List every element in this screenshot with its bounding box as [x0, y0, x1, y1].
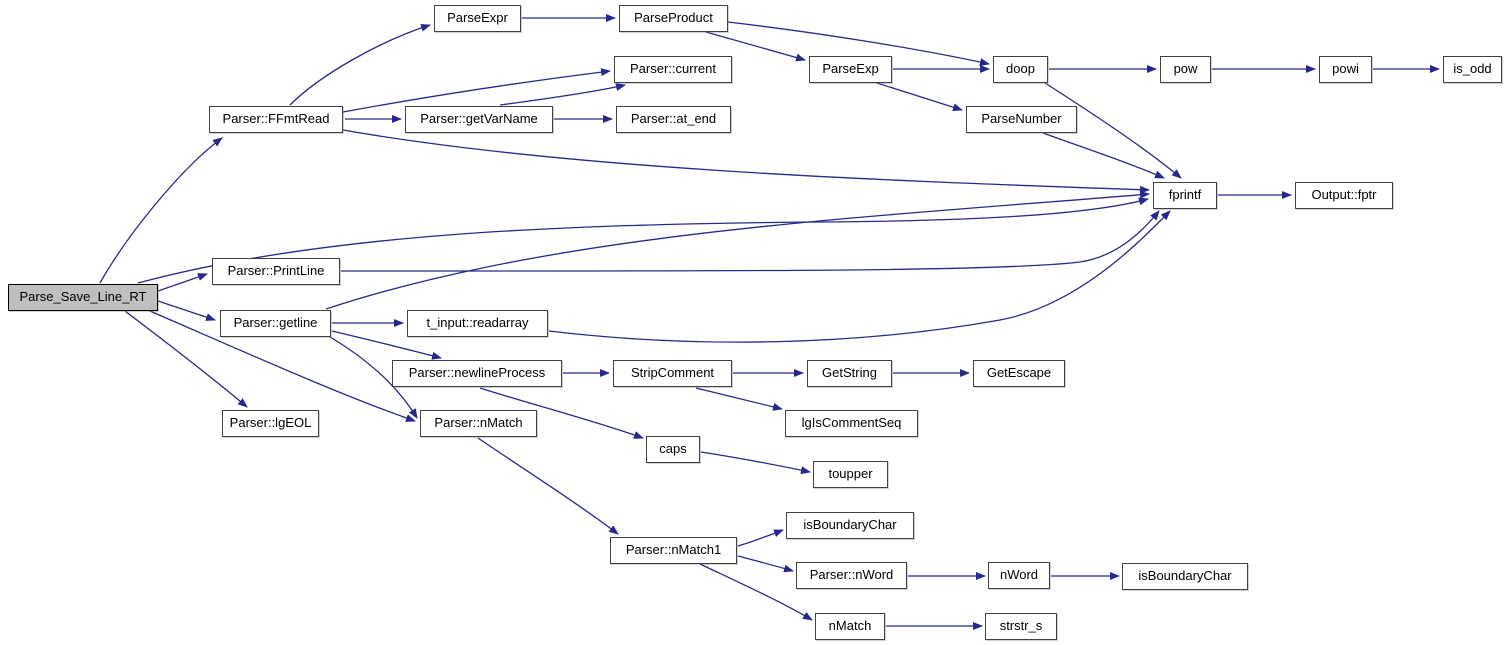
edge-printline-to-fprintf: [340, 210, 1160, 272]
node-parser-getline[interactable]: Parser::getline: [220, 310, 331, 337]
node-pow[interactable]: pow: [1160, 56, 1211, 83]
edge-nmatchp-to-nmatch1: [477, 437, 619, 535]
node-parse-save-line-rt-root[interactable]: Parse_Save_Line_RT: [8, 284, 158, 311]
node-parse-expr[interactable]: ParseExpr: [434, 5, 521, 32]
node-doop[interactable]: doop: [993, 56, 1048, 83]
node-lgiscommentseq[interactable]: lgIsCommentSeq: [785, 410, 918, 437]
node-output-fptr[interactable]: Output::fptr: [1295, 182, 1393, 209]
edge-nmatch1-to-nmatch: [699, 563, 813, 621]
edge-pslrt-to-printline: [157, 273, 208, 292]
node-powi[interactable]: powi: [1319, 56, 1372, 83]
edge-getline-to-nmatchp: [329, 336, 418, 419]
node-getstring[interactable]: GetString: [807, 360, 892, 387]
node-parse-product[interactable]: ParseProduct: [619, 5, 728, 32]
edge-getline-to-newlineprocess: [331, 330, 442, 360]
node-parser-current[interactable]: Parser::current: [614, 56, 732, 83]
node-caps[interactable]: caps: [646, 436, 700, 463]
node-parser-nword[interactable]: Parser::nWord: [796, 562, 907, 589]
node-t-input-readarray[interactable]: t_input::readarray: [407, 310, 548, 337]
edge-pslrt-to-lgeol: [124, 310, 248, 408]
node-parser-newlineprocess[interactable]: Parser::newlineProcess: [392, 360, 562, 387]
edge-pslrt-to-nmatchp: [149, 310, 416, 422]
call-edges: [99, 14, 1440, 630]
edge-doop-to-fprintf: [1044, 82, 1182, 179]
edge-nmatch1-to-isboundary1: [737, 529, 784, 547]
node-toupper[interactable]: toupper: [813, 461, 888, 488]
edge-parseproduct-to-doop: [727, 21, 990, 66]
node-parser-nmatch[interactable]: Parser::nMatch: [420, 410, 537, 437]
node-parser-at-end[interactable]: Parser::at_end: [616, 106, 731, 133]
node-parser-lgeol[interactable]: Parser::lgEOL: [222, 410, 319, 437]
node-fprintf[interactable]: fprintf: [1153, 182, 1217, 209]
node-parse-exp[interactable]: ParseExp: [809, 56, 892, 83]
node-nword[interactable]: nWord: [988, 562, 1050, 589]
node-strstr-s[interactable]: strstr_s: [985, 613, 1057, 640]
edge-newlineprocess-to-caps: [479, 387, 644, 439]
node-parser-nmatch1[interactable]: Parser::nMatch1: [610, 537, 737, 564]
node-stripcomment[interactable]: StripComment: [613, 360, 732, 387]
node-getescape[interactable]: GetEscape: [973, 360, 1065, 387]
edge-stripcomment-to-lgiscommentseq: [695, 387, 783, 411]
node-parser-ffmtread[interactable]: Parser::FFmtRead: [209, 106, 343, 133]
node-parser-printline[interactable]: Parser::PrintLine: [212, 258, 340, 285]
node-parse-number[interactable]: ParseNumber: [966, 106, 1077, 133]
node-is-odd[interactable]: is_odd: [1443, 56, 1502, 83]
edge-ffmtread-to-fprintf: [342, 129, 1150, 194]
edge-parseproduct-to-parseexp: [705, 31, 806, 62]
node-parser-getvarname[interactable]: Parser::getVarName: [405, 106, 553, 133]
edge-nmatch1-to-nwordp: [737, 555, 794, 573]
node-isboundarychar-right[interactable]: isBoundaryChar: [1122, 563, 1248, 590]
node-nmatch[interactable]: nMatch: [815, 613, 885, 640]
edge-getvarname-to-current: [499, 83, 626, 106]
node-isboundarychar-upper[interactable]: isBoundaryChar: [786, 512, 914, 539]
edge-pslrt-to-fprintf: [137, 197, 1149, 284]
edge-parsenumber-to-fprintf: [1042, 132, 1165, 179]
edge-readarray-to-fprintf: [548, 210, 1171, 343]
edge-getline-to-fprintf: [325, 190, 1150, 310]
edge-ffmtread-to-parseexpr: [289, 23, 431, 106]
edge-ffmtread-to-current: [342, 68, 611, 113]
edge-pslrt-to-getline: [157, 300, 216, 321]
edge-caps-to-toupper: [700, 451, 811, 475]
edge-parseexp-to-parsenumber: [876, 82, 963, 112]
edge-pslrt-to-ffmtread: [99, 137, 223, 284]
